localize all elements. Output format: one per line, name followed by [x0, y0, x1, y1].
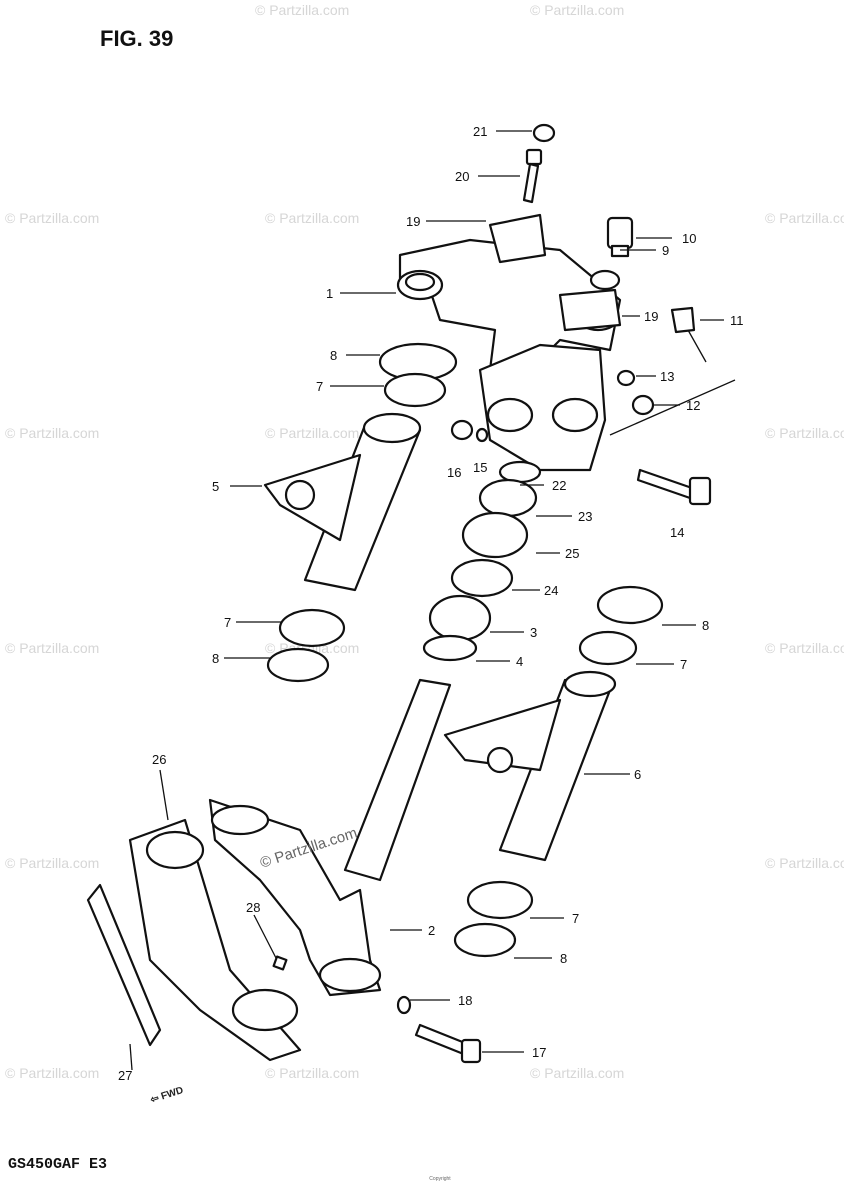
callout-7: 7: [572, 911, 579, 926]
dust-seal-part: [596, 585, 664, 625]
callout-23: 23: [578, 509, 592, 524]
dust-seal-part: [266, 647, 330, 683]
bolt-part: [636, 468, 712, 506]
cap-nut-part: [532, 123, 556, 143]
callout-14: 14: [670, 525, 684, 540]
callout-10: 10: [682, 231, 696, 246]
callout-8: 8: [702, 618, 709, 633]
nut-part: [631, 394, 655, 416]
washer-part: [589, 269, 621, 291]
callout-3: 3: [530, 625, 537, 640]
callout-11: 11: [730, 313, 744, 328]
bearing-part: [461, 511, 529, 559]
watermark: © Partzilla.com: [5, 210, 100, 226]
callout-7: 7: [224, 615, 231, 630]
bolt-part: [606, 216, 634, 258]
watermark: © Partzilla.com: [765, 210, 844, 226]
watermark: © Partzilla.com: [5, 425, 100, 441]
watermark: © Partzilla.com: [765, 640, 844, 656]
dust-seal-part: [578, 630, 638, 666]
clip-part: [272, 955, 288, 971]
callout-7: 7: [316, 379, 323, 394]
callout-8: 8: [212, 651, 219, 666]
watermark: © Partzilla.com: [5, 640, 100, 656]
callout-5: 5: [212, 479, 219, 494]
clamp-bore: [486, 397, 534, 433]
callout-4: 4: [516, 654, 523, 669]
callout-15: 15: [473, 460, 487, 475]
clamp-bore: [551, 397, 599, 433]
left-fork-cover-part: [263, 412, 422, 592]
bolt-part: [522, 148, 543, 204]
callout-20: 20: [455, 169, 469, 184]
right-fork-cover-part: [443, 670, 617, 862]
callout-21: 21: [473, 124, 487, 139]
callout-17: 17: [532, 1045, 546, 1060]
dust-seal-part: [466, 880, 534, 920]
watermark: © Partzilla.com: [765, 425, 844, 441]
handlebar-holder-upper: [488, 213, 547, 264]
emblem-plate-part: [86, 883, 162, 1047]
washer-part: [396, 995, 412, 1015]
cap-part: [450, 419, 474, 441]
callout-9: 9: [662, 243, 669, 258]
watermark: © Partzilla.com: [5, 1065, 100, 1081]
leader-lines: [129, 130, 736, 1071]
upper-clamp-body: [478, 343, 607, 472]
watermark: © Partzilla.com: [765, 855, 844, 871]
callout-7: 7: [680, 657, 687, 672]
watermark: © Partzilla.com: [255, 2, 350, 18]
callout-28: 28: [246, 900, 260, 915]
callout-16: 16: [447, 465, 461, 480]
bearing-part: [428, 594, 492, 642]
steering-stem-part: [208, 678, 452, 997]
watermark: © Partzilla.com: [265, 210, 360, 226]
callout-18: 18: [458, 993, 472, 1008]
callout-27: 27: [118, 1068, 132, 1083]
bolt-part: [670, 306, 707, 363]
callout-22: 22: [552, 478, 566, 493]
callout-19: 19: [406, 214, 420, 229]
callout-24: 24: [544, 583, 558, 598]
bearing-race-part: [450, 558, 514, 598]
handlebar-holder-lower: [558, 288, 622, 332]
figure-title: FIG. 39: [100, 26, 174, 51]
callout-2: 2: [428, 923, 435, 938]
watermark: © Partzilla.com: [265, 425, 360, 441]
watermark: © Partzilla.com: [5, 855, 100, 871]
dust-seal-part: [422, 634, 478, 662]
washer-part: [475, 427, 489, 443]
watermark: © Partzilla.com: [530, 1065, 625, 1081]
callout-19: 19: [644, 309, 658, 324]
callout-25: 25: [565, 546, 579, 561]
dust-seal-part: [278, 608, 346, 648]
callout-1: 1: [326, 286, 333, 301]
emblem-bracket-part: [128, 818, 302, 1062]
callout-8: 8: [560, 951, 567, 966]
callout-26: 26: [152, 752, 166, 767]
bolt-part: [414, 1023, 482, 1064]
dust-seal-part: [383, 372, 447, 408]
footer-copyright: Copyright: [429, 1176, 451, 1182]
watermark: © Partzilla.com: [265, 1065, 360, 1081]
callout-8: 8: [330, 348, 337, 363]
model-code: GS450GAF E3: [8, 1156, 108, 1173]
dust-seal-part: [453, 922, 517, 958]
callout-6: 6: [634, 767, 641, 782]
watermark: © Partzilla.com: [530, 2, 625, 18]
nut-part: [616, 369, 636, 387]
callout-12: 12: [686, 398, 700, 413]
callout-13: 13: [660, 369, 674, 384]
